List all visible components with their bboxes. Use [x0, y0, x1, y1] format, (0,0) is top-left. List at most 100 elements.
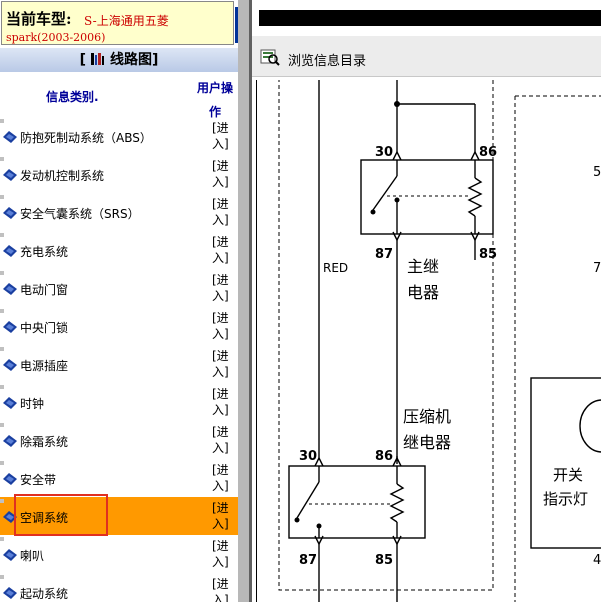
enter-link[interactable]: [进入]	[212, 159, 229, 189]
edge-label-4: 4	[593, 553, 601, 568]
book-icon	[91, 53, 104, 65]
category-label[interactable]: 电动门窗	[20, 283, 69, 297]
vehicle-info-box: 当前车型: S-上海通用五菱 spark(2003-2006)	[1, 1, 234, 45]
enter-link[interactable]: [进入]	[212, 501, 229, 531]
edge-label-5: 5	[593, 165, 601, 180]
row-marker	[0, 271, 4, 275]
category-row[interactable]: 喇叭 [进入]	[0, 535, 238, 573]
diamond-bullet-icon	[3, 473, 17, 485]
category-label[interactable]: 安全带	[20, 473, 57, 487]
category-row[interactable]: 除霜系统 [进入]	[0, 421, 238, 459]
category-label[interactable]: 空调系统	[20, 511, 69, 525]
main-relay-label-line1: 主继	[407, 257, 439, 276]
row-marker	[0, 575, 4, 579]
category-row[interactable]: 充电系统 [进入]	[0, 231, 238, 269]
compressor-relay-pin-87: 87	[299, 553, 317, 568]
category-row[interactable]: 起动系统 [进入]	[0, 573, 238, 602]
vehicle-box-scrollbar[interactable]	[235, 7, 238, 43]
diamond-bullet-icon	[3, 131, 17, 143]
row-marker	[0, 537, 4, 541]
row-marker	[0, 119, 4, 123]
main-relay-pin-30: 30	[375, 145, 393, 160]
enter-link[interactable]: [进入]	[212, 235, 229, 265]
category-label[interactable]: 电源插座	[20, 359, 69, 373]
toolbar: 浏览信息目录	[252, 36, 601, 77]
diamond-bullet-icon	[3, 359, 17, 371]
main-relay-coil	[467, 177, 483, 217]
diamond-bullet-icon	[3, 321, 17, 333]
wiring-diagram-svg: 30 86 87 85 RED 主继 电器 压缩机 继电器	[278, 69, 601, 602]
compressor-relay-switch	[296, 481, 320, 519]
category-label[interactable]: 中央门锁	[20, 321, 69, 335]
row-marker	[0, 233, 4, 237]
enter-link[interactable]: [进入]	[212, 197, 229, 227]
vehicle-label: 当前车型:	[6, 10, 72, 28]
column-header-category: 信息类别.	[46, 90, 99, 104]
compressor-relay-body	[288, 465, 426, 539]
route-bar-bracket-open: [	[79, 52, 86, 68]
panel-splitter-edge	[249, 0, 252, 602]
category-label[interactable]: 起动系统	[20, 587, 69, 601]
browse-directory-icon[interactable]	[260, 48, 280, 66]
enter-link[interactable]: [进入]	[212, 463, 229, 493]
switch-indicator-box	[530, 377, 601, 549]
row-marker	[0, 195, 4, 199]
wiring-diagram: 30 86 87 85 RED 主继 电器 压缩机 继电器	[256, 69, 601, 602]
compressor-relay-pin-86: 86	[375, 449, 393, 464]
vehicle-model: S-上海通用五菱	[84, 14, 169, 28]
diamond-bullet-icon	[3, 511, 17, 523]
category-label[interactable]: 发动机控制系统	[20, 169, 105, 183]
route-diagram-bar[interactable]: [线路图]	[0, 48, 238, 72]
category-label[interactable]: 安全气囊系统（SRS）	[20, 207, 140, 221]
category-label[interactable]: 充电系统	[20, 245, 69, 259]
row-marker	[0, 461, 4, 465]
category-row[interactable]: 中央门锁 [进入]	[0, 307, 238, 345]
row-marker	[0, 347, 4, 351]
enter-link[interactable]: [进入]	[212, 273, 229, 303]
enter-link[interactable]: [进入]	[212, 311, 229, 341]
enter-link[interactable]: [进入]	[212, 539, 229, 569]
category-label[interactable]: 防抱死制动系统（ABS）	[20, 131, 152, 145]
row-marker	[0, 499, 4, 503]
diamond-bullet-icon	[3, 245, 17, 257]
category-row[interactable]: 安全带 [进入]	[0, 459, 238, 497]
selection-highlight-box	[14, 494, 108, 536]
panel-splitter[interactable]	[238, 0, 252, 602]
category-row[interactable]: 电源插座 [进入]	[0, 345, 238, 383]
column-header-operation: 用户操作	[196, 81, 233, 119]
main-relay-pin-85: 85	[479, 247, 497, 262]
vehicle-model-years: spark(2003-2006)	[6, 31, 106, 44]
category-row[interactable]: 时钟 [进入]	[0, 383, 238, 421]
compressor-relay-pin-30: 30	[299, 449, 317, 464]
category-row[interactable]: 空调系统 [进入]	[0, 497, 238, 535]
enter-link[interactable]: [进入]	[212, 577, 229, 602]
enter-link[interactable]: [进入]	[212, 121, 229, 151]
category-row[interactable]: 发动机控制系统 [进入]	[0, 155, 238, 193]
enter-link[interactable]: [进入]	[212, 349, 229, 379]
left-panel: 当前车型: S-上海通用五菱 spark(2003-2006) [线路图] 信息…	[0, 0, 238, 602]
edge-label-7: 7	[593, 261, 601, 276]
enter-link[interactable]: [进入]	[212, 425, 229, 455]
compressor-relay-coil	[389, 483, 405, 523]
diamond-bullet-icon	[3, 587, 17, 599]
browse-directory-link[interactable]: 浏览信息目录	[288, 54, 367, 69]
diamond-bullet-icon	[3, 169, 17, 181]
category-label[interactable]: 喇叭	[20, 549, 45, 563]
row-marker	[0, 309, 4, 313]
main-relay-label-line2: 电器	[407, 283, 439, 302]
category-label[interactable]: 除霜系统	[20, 435, 69, 449]
main-relay-switch	[372, 175, 398, 211]
main-relay-pin-87: 87	[375, 247, 393, 262]
diamond-bullet-icon	[3, 207, 17, 219]
title-bar	[259, 10, 601, 26]
category-label[interactable]: 时钟	[20, 397, 45, 411]
category-row[interactable]: 电动门窗 [进入]	[0, 269, 238, 307]
category-row[interactable]: 防抱死制动系统（ABS） [进入]	[0, 117, 238, 155]
wire-color-label: RED	[323, 261, 348, 275]
compressor-relay-pin-85: 85	[375, 553, 393, 568]
diamond-bullet-icon	[3, 283, 17, 295]
switch-label-line1: 开关	[553, 466, 583, 484]
diamond-bullet-icon	[3, 549, 17, 561]
enter-link[interactable]: [进入]	[212, 387, 229, 417]
category-row[interactable]: 安全气囊系统（SRS） [进入]	[0, 193, 238, 231]
